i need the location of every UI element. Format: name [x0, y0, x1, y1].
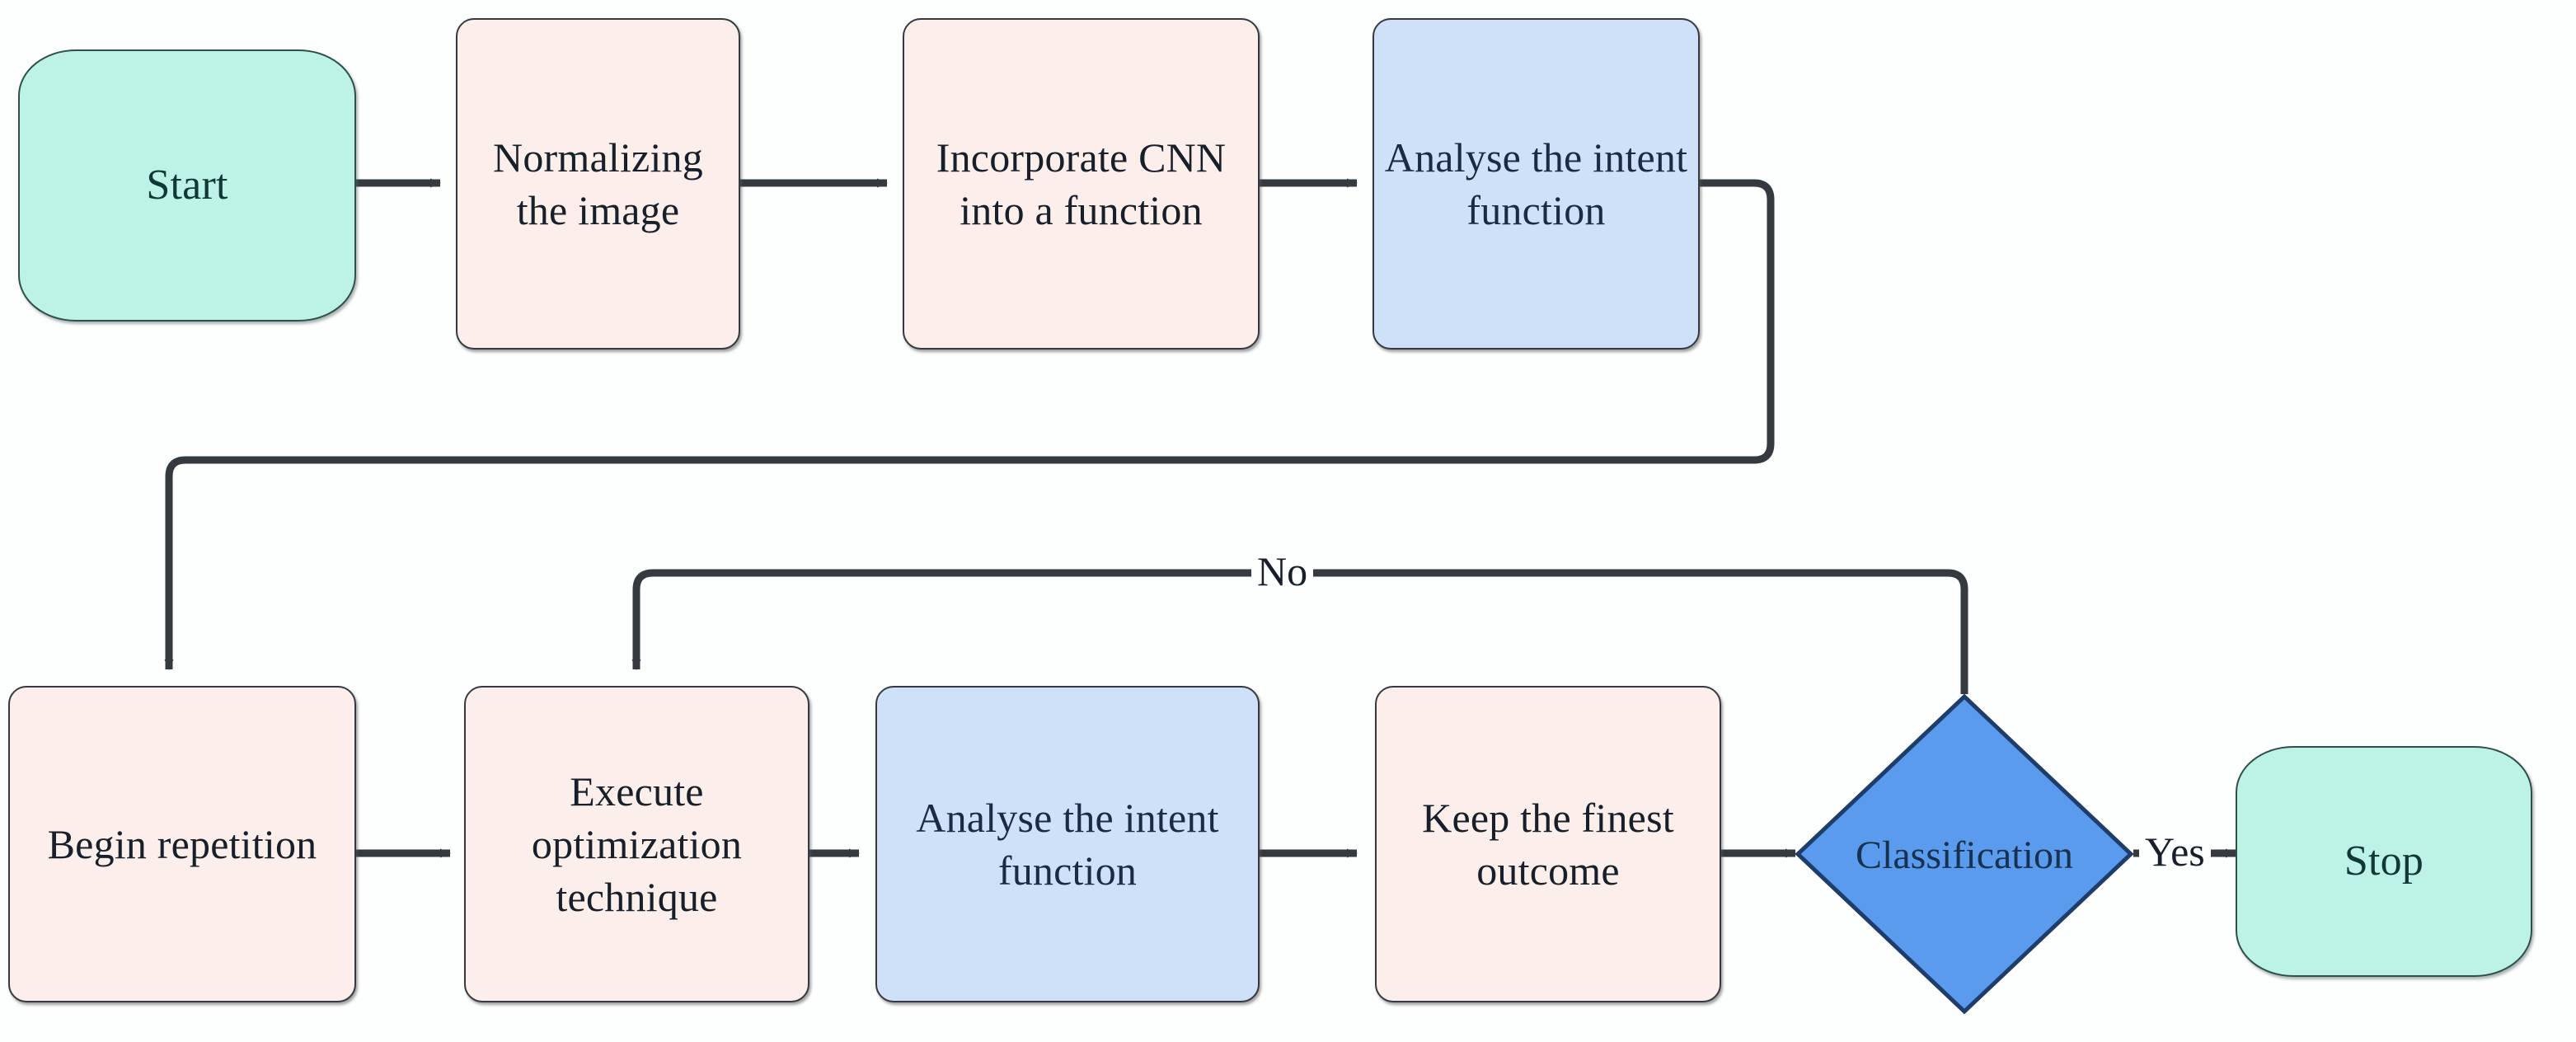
node-normalizing-the-image-label: Normalizing the image [493, 134, 703, 233]
node-execute-optimization[interactable]: Execute optimization technique [464, 686, 809, 1002]
edge-label-yes: Yes [2139, 831, 2211, 872]
node-normalizing-the-image[interactable]: Normalizing the image [456, 18, 740, 350]
node-stop[interactable]: Stop [2236, 746, 2532, 977]
node-begin-repetition[interactable]: Begin repetition [8, 686, 356, 1002]
node-keep-finest-outcome[interactable]: Keep the finest outcome [1375, 686, 1721, 1002]
node-analyse-intent-function-top[interactable]: Analyse the intent function [1372, 18, 1700, 350]
node-start-label: Start [146, 161, 228, 209]
node-analyse-intent-function-bottom[interactable]: Analyse the intent function [875, 686, 1260, 1002]
node-execute-optimization-label: Execute optimization technique [531, 768, 743, 920]
edge-label-no: No [1251, 551, 1314, 592]
node-begin-repetition-label: Begin repetition [47, 821, 317, 867]
node-incorporate-cnn[interactable]: Incorporate CNN into a function [903, 18, 1260, 350]
node-keep-finest-outcome-label: Keep the finest outcome [1422, 795, 1674, 894]
node-analyse-intent-function-bottom-label: Analyse the intent function [916, 795, 1219, 894]
node-classification[interactable]: Classification [1795, 694, 2133, 1014]
node-start[interactable]: Start [18, 49, 356, 322]
node-incorporate-cnn-label: Incorporate CNN into a function [936, 134, 1227, 233]
node-analyse-intent-function-top-label: Analyse the intent function [1384, 134, 1688, 233]
node-stop-label: Stop [2344, 837, 2424, 885]
diamond-shape-icon [1795, 694, 2133, 1014]
